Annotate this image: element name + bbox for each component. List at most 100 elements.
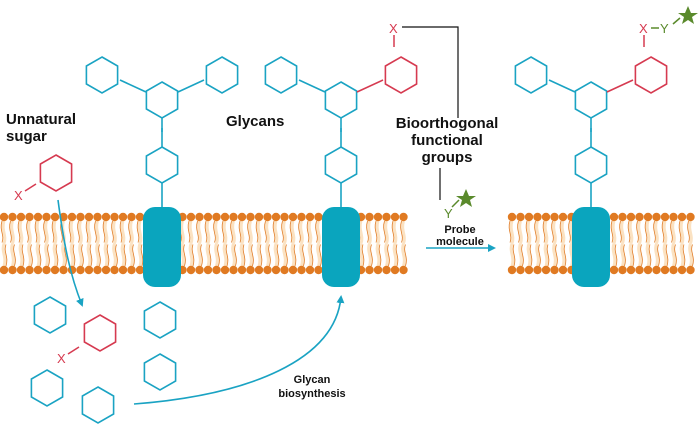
lipid-head [669,265,678,275]
free-sugar [30,369,64,407]
lipid-head [373,212,383,222]
lipid-tail [282,243,287,267]
lipid-tail-outline [191,244,195,267]
lipid-tail [560,243,566,267]
lipid-tail-outline [72,244,76,267]
lipid-tail [1,220,7,244]
x-group-internalized-sugar: X [57,351,66,366]
lipid-tail [103,243,109,267]
glycosidic-bond [356,79,384,93]
lipid-tail [248,220,253,244]
lipid-tail-outline [691,244,694,267]
lipid-tail [569,243,574,267]
lipid-tail [535,243,540,267]
lipid-tail-outline [85,220,89,243]
lipid-tail-outline [559,220,563,243]
lipid-tail [44,220,49,244]
lipid-tail-outline [687,220,690,243]
x-group-labeled: X [639,21,648,36]
lipid-tail [637,220,642,244]
lipid-tail-outline [315,220,318,243]
lipid-head [135,212,145,222]
lipid-head [127,265,136,275]
lipid-tail-outline [678,220,682,243]
lipid-tail [560,220,566,244]
lipid-tail [112,243,117,267]
lipid-tail [78,220,83,244]
lipid-tail-outline [272,220,276,243]
lipid-tail [384,220,389,244]
lipid-tail-outline [221,220,225,243]
lipid-tail-outline [234,244,237,267]
lipid-tail-outline [400,220,403,243]
lipid-head [280,265,289,275]
lipid-head [516,212,525,222]
unnatural-sugar-ring [384,56,418,94]
lipid-tail [662,220,668,244]
lipid-head [271,212,281,222]
lipid-head [660,212,670,222]
lipid-head [390,265,400,275]
lipid-tail-outline [674,244,677,267]
lipid-tail [662,243,668,267]
lipid-tail [535,220,540,244]
lipid-tail [120,243,126,267]
lipid-tail-outline [0,220,4,243]
lipid-head [229,212,238,222]
x-group-unnatural-sugar: X [14,188,23,203]
lipid-tail-outline [661,220,665,243]
lipid-tail-outline [665,244,669,267]
lipid-tail-outline [51,220,55,243]
glycosidic-bond [606,79,634,93]
lipid-tail-outline [610,220,614,243]
lipid-tail [231,220,236,244]
lipid-head [533,265,542,275]
lipid-tail-outline [636,220,639,243]
lipid-head [635,212,644,222]
lipid-tail [188,220,194,244]
unnatural-sugar-molecule [39,154,73,192]
lipid-tail-outline [128,220,131,243]
x-group-cell-surface: X [389,21,398,36]
lipid-head [626,212,636,222]
lipid-tail-outline [391,220,395,243]
lipid-tail-outline [251,244,254,267]
lipid-tail [526,243,532,267]
lipid-tail [205,220,211,244]
lipid-head [541,265,551,275]
lipid-head [203,265,213,275]
lipid-tail [256,220,262,244]
lipid-tail-outline [648,244,652,267]
lipid-tail [35,243,41,267]
lipid-tail [552,220,557,244]
lipid-tail-outline [268,244,271,267]
lipid-head [507,212,517,222]
lipid-tail-outline [140,244,144,267]
lipid-head [93,212,102,222]
lipid-tail-outline [123,244,127,267]
lipid-tail-outline [302,244,305,267]
lipid-tail [265,243,270,267]
label-biosynthesis-line1: Glycan [294,374,331,386]
lipid-tail [129,220,134,244]
lipid-tail [137,243,143,267]
lipid-tail-outline [26,220,29,243]
lipid-tail-outline [4,244,8,267]
lipid-head [558,212,568,222]
lipid-tail-outline [682,244,686,267]
lipid-tail [78,243,83,267]
lipid-head [305,265,315,275]
lipid-head [195,265,204,275]
sugar-ring [574,81,608,119]
lipid-tail-outline [293,244,297,267]
lipid-tail-outline [94,220,97,243]
lipid-tail-outline [21,244,25,267]
lipid-tail [688,220,693,244]
lipid-tail-outline [623,244,626,267]
lipid-tail [628,220,634,244]
lipid-tail [367,243,372,267]
lipid-tail [679,220,685,244]
lipid-tail [222,220,228,244]
lipid-head [541,212,551,222]
lipid-tail-outline [640,244,643,267]
